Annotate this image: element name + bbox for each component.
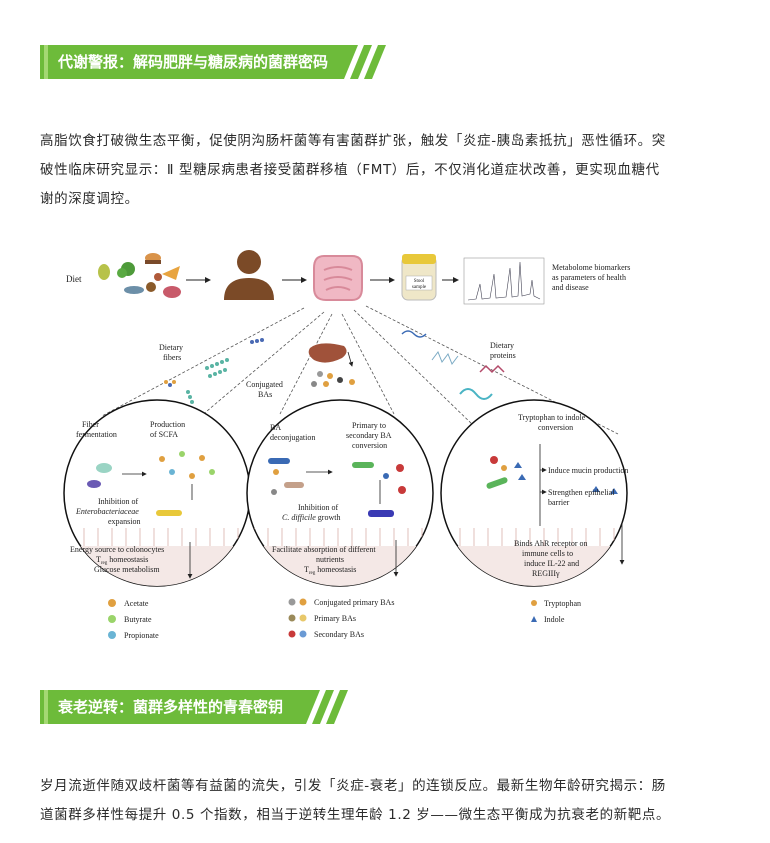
legend-conjugated: Conjugated primary BAs bbox=[314, 598, 394, 607]
ba-label-1: BA bbox=[270, 423, 281, 432]
cdiff-name: C. difficile bbox=[282, 513, 316, 522]
ahr-label-3: induce IL-22 and bbox=[524, 559, 579, 568]
section-banner-2: 衰老逆转：菌群多样性的青春密钥 bbox=[40, 690, 390, 724]
glucose-label: Glucose metabolism bbox=[94, 565, 160, 574]
trp-label-2: conversion bbox=[538, 423, 573, 432]
primary-label-1: Primary to bbox=[352, 421, 386, 430]
stool-label: Stool bbox=[414, 279, 425, 284]
paragraph-2-line: 道菌群多样性每提升 0.5 个指数，相当于逆转生理年龄 1.2 岁——微生态平衡… bbox=[40, 807, 671, 823]
legend-indole: Indole bbox=[544, 615, 565, 624]
circle-ba-conversion: BA deconjugation Primary to secondary BA… bbox=[246, 399, 434, 587]
fiber-chains bbox=[164, 338, 264, 404]
diet-label: Diet bbox=[66, 274, 82, 284]
chromatogram-icon bbox=[463, 257, 545, 305]
legend-tryptophan: Tryptophan bbox=[544, 599, 581, 608]
cdiff-growth-label: C. difficile growth bbox=[282, 513, 340, 522]
dietary-proteins-label-2: proteins bbox=[490, 351, 516, 360]
dietary-proteins-label-1: Dietary bbox=[490, 341, 514, 350]
circle-fiber-fermentation: Fiber fermentation Production of SCFA In… bbox=[63, 399, 251, 587]
intestine-icon bbox=[313, 255, 363, 301]
section-banner-1: 代谢警报：解码肥胖与糖尿病的菌群密码 bbox=[40, 45, 390, 79]
ahr-label-4: REGIIIγ bbox=[532, 569, 560, 578]
trp-label-1: Tryptophan to indole bbox=[518, 413, 586, 422]
paragraph-2-line: 岁月流逝伴随双歧杆菌等有益菌的流失，引发「炎症-衰老」的连锁反应。最新生物年龄研… bbox=[40, 778, 666, 794]
circle-tryptophan: Tryptophan to indole conversion Induce m… bbox=[440, 399, 628, 587]
treg-rest: homeostasis bbox=[107, 555, 148, 564]
food-icons bbox=[98, 253, 181, 298]
ahr-label-2: immune cells to bbox=[522, 549, 573, 558]
metabolome-line-3: and disease bbox=[552, 283, 589, 292]
growth-word: growth bbox=[316, 513, 341, 522]
paragraph-1-line: 谢的深度调控。 bbox=[40, 191, 139, 207]
conjugated-bas-label-1: Conjugated bbox=[246, 380, 283, 389]
section-title-1: 代谢警报：解码肥胖与糖尿病的菌群密码 bbox=[58, 53, 329, 71]
ba-label-2: deconjugation bbox=[270, 433, 315, 442]
mucin-label: Induce mucin production bbox=[548, 466, 628, 475]
expansion-label: expansion bbox=[108, 517, 140, 526]
ahr-label-1: Binds AhR receptor on bbox=[514, 539, 588, 548]
inhibition-label: Inhibition of bbox=[98, 497, 139, 506]
banner-shape bbox=[40, 690, 348, 724]
strengthen-label-1: Strengthen epithelial bbox=[548, 488, 615, 497]
sample-label: sample bbox=[412, 285, 427, 290]
dietary-fibers-label-1: Dietary bbox=[159, 343, 183, 352]
conjugated-bas-label-2: BAs bbox=[258, 390, 272, 399]
legend-primary: Primary BAs bbox=[314, 614, 356, 623]
treg-sub-2: reg bbox=[309, 571, 316, 576]
person-icon bbox=[224, 250, 274, 300]
stool-jar-icon: Stool sample bbox=[401, 254, 437, 301]
production-label-2: of SCFA bbox=[150, 430, 178, 439]
legend-secondary: Secondary BAs bbox=[314, 630, 364, 639]
enterobacteriaceae-label: Enterobacteriaceae bbox=[75, 507, 139, 516]
treg-t-2: T bbox=[304, 565, 309, 574]
treg-rest-2: homeostasis bbox=[315, 565, 356, 574]
legend-propionate: Propionate bbox=[124, 631, 159, 640]
banner-shape bbox=[40, 45, 386, 79]
legend-acetate: Acetate bbox=[124, 599, 149, 608]
inhibition-cdiff-label: Inhibition of bbox=[298, 503, 339, 512]
dietary-fibers-label-2: fibers bbox=[163, 353, 181, 362]
paragraph-1: 高脂饮食打破微生态平衡，促使阴沟肠杆菌等有害菌群扩张，触发「炎症-胰岛素抵抗」恶… bbox=[40, 127, 730, 214]
facilitate-label: Facilitate absorption of different bbox=[272, 545, 376, 554]
treg-t: T bbox=[96, 555, 101, 564]
treg-label: Treg homeostasis bbox=[96, 555, 148, 566]
paragraph-2: 岁月流逝伴随双歧杆菌等有益菌的流失，引发「炎症-衰老」的连锁反应。最新生物年龄研… bbox=[40, 772, 730, 830]
paragraph-1-line: 高脂饮食打破微生态平衡，促使阴沟肠杆菌等有害菌群扩张，触发「炎症-胰岛素抵抗」恶… bbox=[40, 133, 666, 149]
fiber-label-1: Fiber bbox=[82, 420, 99, 429]
legend: Acetate Butyrate Propionate Conjugated p… bbox=[108, 598, 581, 640]
liver-icon bbox=[308, 343, 355, 387]
paragraph-1-line: 破性临床研究显示：Ⅱ 型糖尿病患者接受菌群移植（FMT）后，不仅消化道症状改善，… bbox=[40, 162, 660, 178]
metabolome-line-1: Metabolome biomarkers bbox=[552, 263, 630, 272]
treg-sub: reg bbox=[101, 561, 108, 566]
metabolome-line-2: as parameters of health bbox=[552, 273, 626, 282]
production-label-1: Production bbox=[150, 420, 185, 429]
microbiome-figure: Diet Stool sample Metabolome biomarkers … bbox=[63, 250, 630, 640]
energy-source-label: Energy source to colonocytes bbox=[70, 545, 164, 554]
section-title-2: 衰老逆转：菌群多样性的青春密钥 bbox=[58, 698, 284, 716]
treg-label-2: Treg homeostasis bbox=[304, 565, 356, 576]
fiber-label-2: fermentation bbox=[76, 430, 117, 439]
protein-strands bbox=[401, 330, 505, 400]
primary-label-3: conversion bbox=[352, 441, 387, 450]
legend-butyrate: Butyrate bbox=[124, 615, 152, 624]
primary-label-2: secondary BA bbox=[346, 431, 392, 440]
nutrients-label: nutrients bbox=[316, 555, 344, 564]
strengthen-label-2: barrier bbox=[548, 498, 570, 507]
